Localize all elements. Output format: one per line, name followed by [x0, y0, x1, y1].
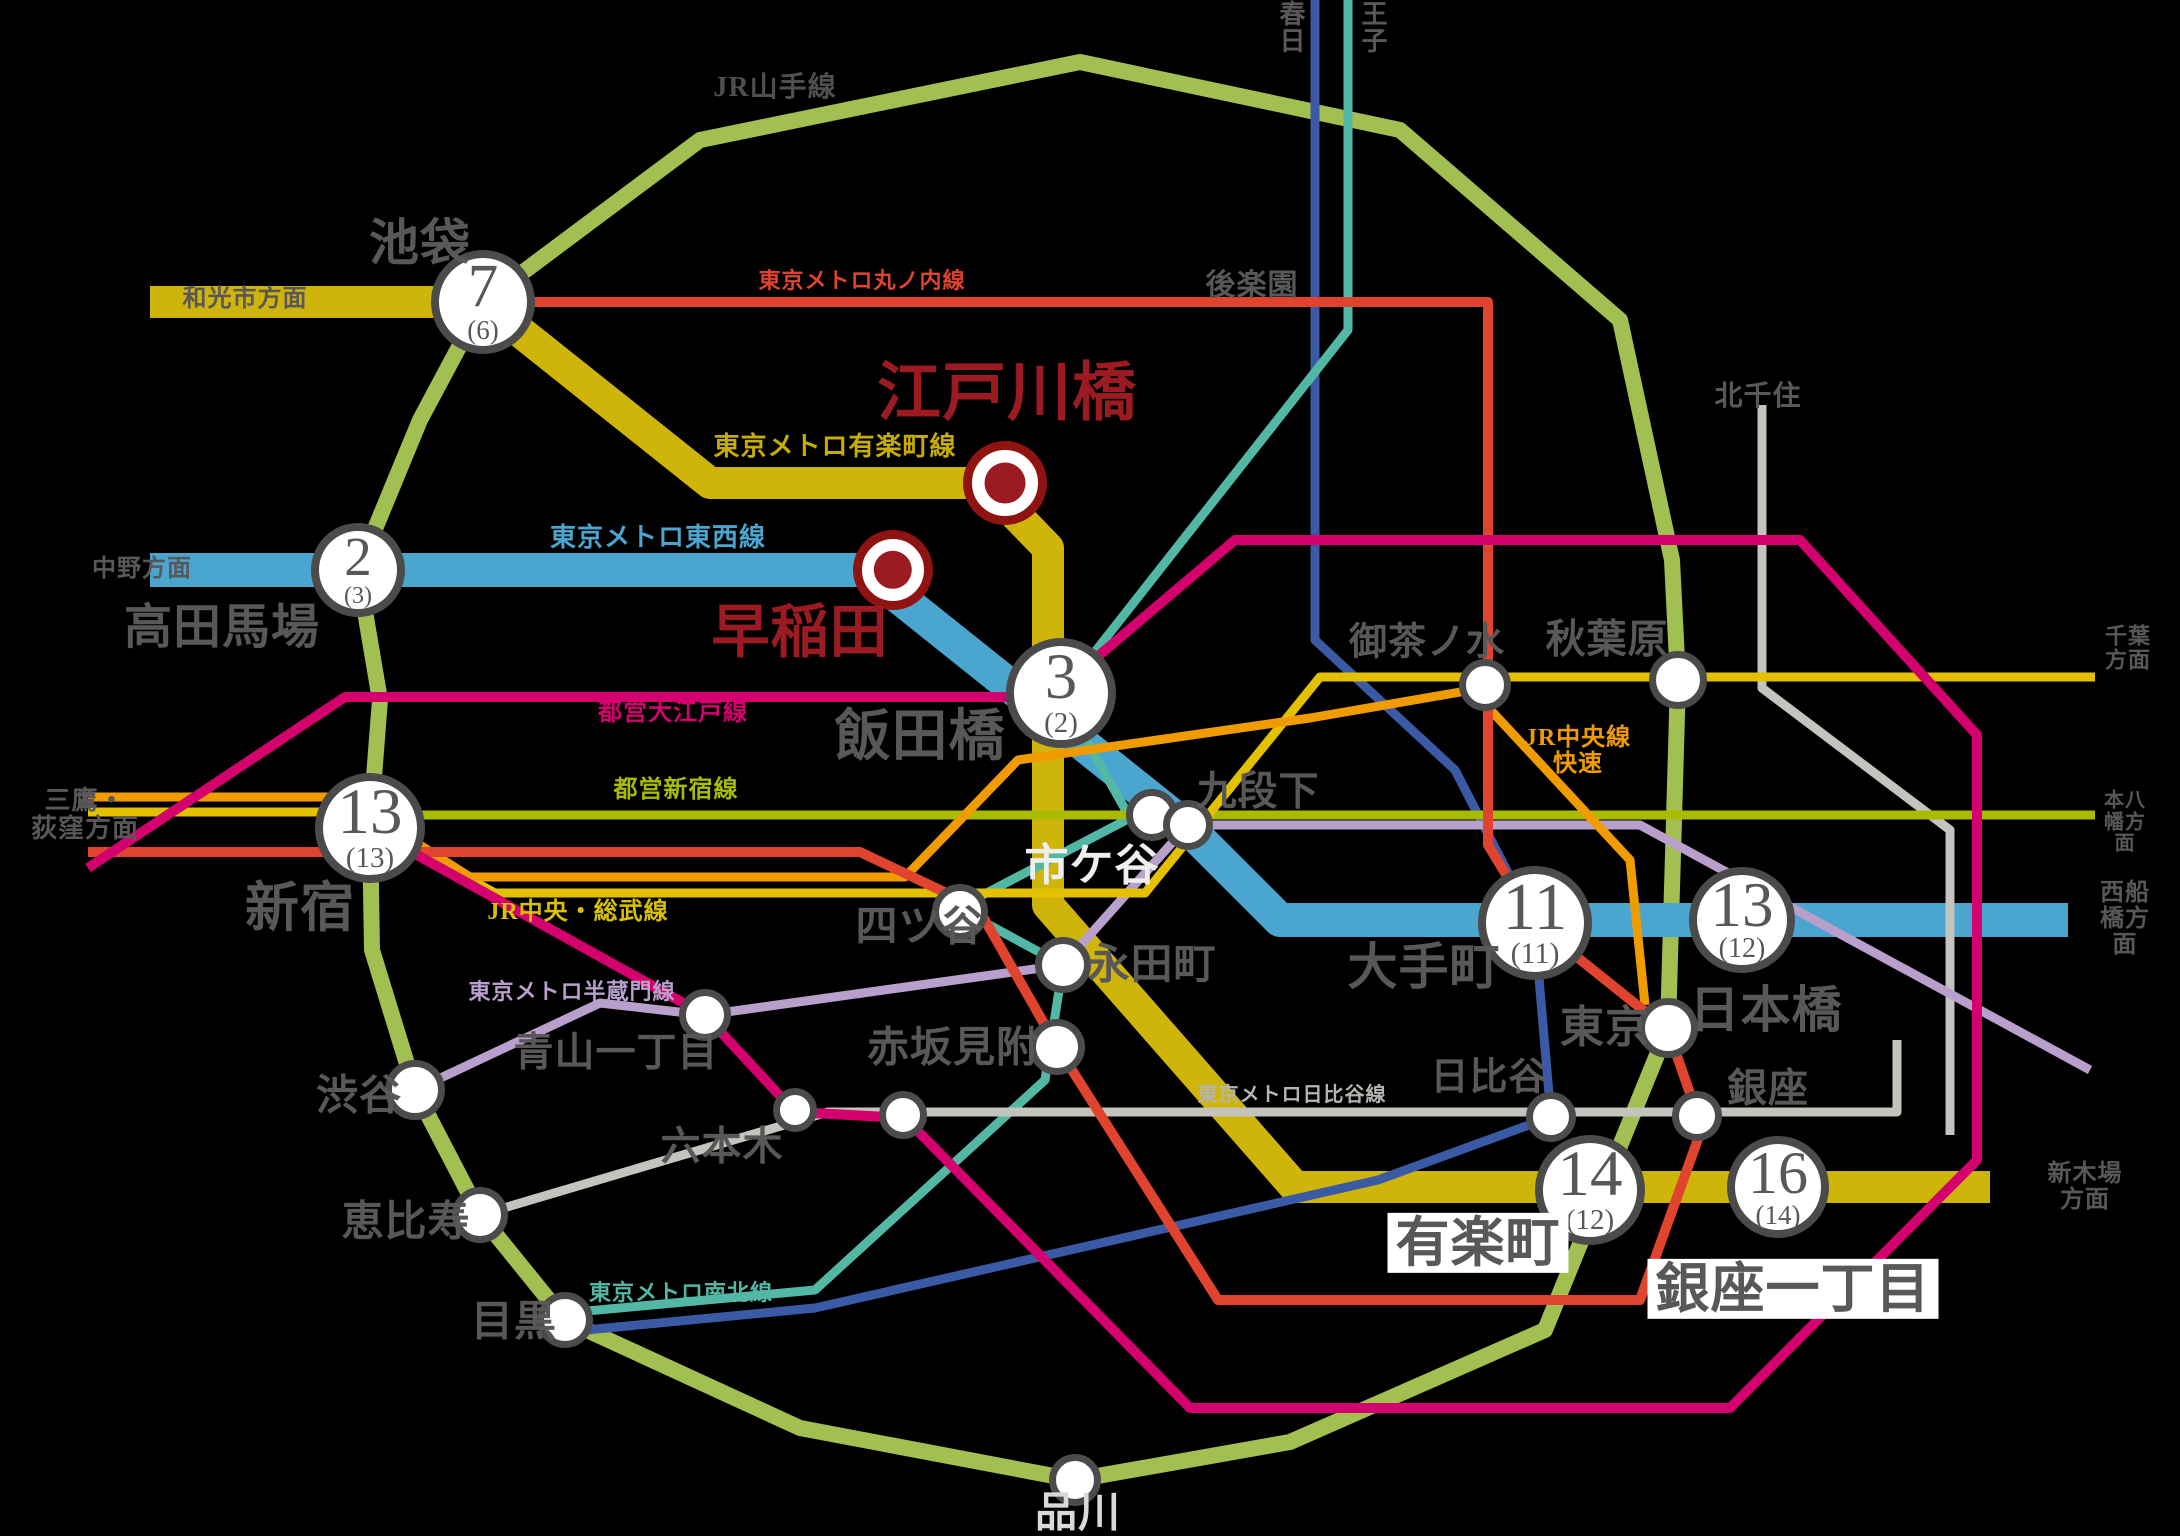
- label-takadanobaba: 高田馬場: [123, 601, 321, 655]
- label-akasakamitsuke: 赤坂見附: [866, 1025, 1040, 1072]
- label-line-hibiya: 東京メトロ日比谷線: [1197, 1084, 1387, 1107]
- station-marker-meguro: [537, 1292, 593, 1348]
- label-iidabashi: 飯田橋: [834, 705, 1006, 768]
- minutes-alt-value: (11): [1510, 937, 1560, 971]
- minutes-alt-value: (13): [345, 841, 395, 874]
- label-ebisu: 恵比寿: [341, 1199, 471, 1246]
- label-mitaka-dir: 三鷹・ 荻窪方面: [30, 785, 140, 843]
- label-shinkiba-dir: 新木場方面: [2047, 1161, 2123, 1213]
- minutes-alt-value: (14): [1755, 1199, 1801, 1230]
- station-marker-shinagawa: [1049, 1454, 1101, 1506]
- minutes-value: 7: [467, 253, 499, 321]
- label-kudanshita: 九段下: [1196, 768, 1320, 814]
- station-marker-ginza: [1672, 1091, 1722, 1141]
- time-badge-takadanobaba: 2(3): [311, 523, 405, 617]
- label-kitasenju: 北千住: [1714, 380, 1802, 412]
- label-ichigaya: 市ケ谷: [1024, 841, 1160, 891]
- minutes-value: 13: [337, 776, 403, 849]
- label-line-chuo: JR中央線 快速: [1524, 725, 1632, 777]
- time-badge-otemachi: 11(11): [1478, 866, 1592, 980]
- label-akihabara: 秋葉原: [1545, 616, 1669, 662]
- station-marker-kudanshita: [1163, 800, 1213, 850]
- label-nishifuna-dir: 西船橋方面: [2100, 880, 2150, 958]
- label-kasuga: 春日: [1276, 0, 1306, 54]
- label-line-shinjuku: 都営新宿線: [613, 777, 739, 804]
- station-marker-ebisu: [452, 1187, 508, 1243]
- label-roppongi: 六本木: [660, 1123, 784, 1169]
- label-nagatacho: 永田町: [1087, 942, 1217, 989]
- label-wakoshi-dir: 和光市方面: [182, 286, 308, 313]
- time-badge-shinjuku: 13(13): [315, 773, 425, 883]
- label-line-tozai: 東京メトロ東西線: [549, 522, 767, 552]
- minutes-value: 2: [344, 526, 372, 588]
- label-edogawabashi: 江戸川橋: [877, 357, 1137, 429]
- minutes-value: 16: [1748, 1139, 1808, 1206]
- station-marker-aoyamaitchome: [679, 989, 731, 1041]
- station-marker-hibiya: [1526, 1092, 1576, 1142]
- time-badge-nihombashi: 13(12): [1689, 867, 1795, 973]
- label-aoyamaitchome: 青山一丁目: [513, 1029, 719, 1075]
- minutes-value: 14: [1557, 1138, 1623, 1211]
- label-yotsuya: 四ツ谷: [855, 904, 985, 951]
- minutes-alt-value: (2): [1044, 706, 1078, 739]
- station-marker-roppongi: [773, 1088, 817, 1132]
- label-ochanomizu: 御茶ノ水: [1348, 621, 1506, 664]
- label-line-oedo: 都営大江戸線: [598, 700, 748, 727]
- station-marker-yotsuya: [932, 884, 988, 940]
- label-line-hanzomon: 東京メトロ半蔵門線: [468, 979, 676, 1005]
- station-marker-waseda: [853, 530, 933, 610]
- label-ginza-itchome: 銀座一丁目: [1647, 1258, 1939, 1320]
- label-shinagawa: 品川: [1034, 1490, 1122, 1536]
- label-oji: 王子: [1358, 0, 1388, 54]
- station-marker-shibuya: [385, 1060, 445, 1120]
- minutes-value: 11: [1502, 869, 1568, 944]
- time-badge-ikebukuro: 7(6): [431, 250, 535, 354]
- rail-line-sobu: [88, 672, 2095, 898]
- label-motoyawata-dir: 本八幡方面: [2104, 789, 2146, 855]
- label-meguro: 目黒: [470, 1299, 558, 1346]
- label-waseda: 早稲田: [711, 599, 889, 665]
- label-korakuen: 後楽園: [1205, 268, 1299, 302]
- label-hibiya: 日比谷: [1430, 1056, 1548, 1099]
- label-yurakucho: 有楽町: [1387, 1212, 1569, 1274]
- minutes-alt-value: (12): [1565, 1203, 1615, 1236]
- label-nakano-dir: 中野方面: [92, 556, 192, 583]
- minutes-alt-value: (6): [467, 314, 499, 345]
- minutes-value: 3: [1044, 641, 1078, 714]
- label-line-namboku: 東京メトロ南北線: [588, 1280, 774, 1306]
- label-otemachi: 大手町: [1347, 939, 1501, 995]
- highlight-dot-waseda: [873, 550, 913, 590]
- station-marker-tokyo: [1638, 998, 1698, 1058]
- label-shibuya: 渋谷: [315, 1073, 403, 1120]
- label-line-marunouchi: 東京メトロ丸ノ内線: [758, 268, 966, 294]
- station-marker-kasumigaseki: [879, 1091, 927, 1139]
- label-shinjuku: 新宿: [245, 877, 355, 938]
- highlight-dot-edogawabashi: [984, 462, 1026, 504]
- rail-line-mita: [564, 0, 1556, 1337]
- time-badge-iidabashi: 3(2): [1006, 638, 1116, 748]
- label-tokyo: 東京: [1560, 1003, 1650, 1053]
- label-chiba-dir: 千葉方面: [2104, 623, 2151, 672]
- rail-line-hibiya-west: [478, 1040, 1902, 1220]
- label-jr-yamanote: JR山手線: [713, 71, 837, 103]
- minutes-value: 13: [1710, 869, 1774, 940]
- label-line-sobu: JR中央・総武線: [487, 899, 669, 926]
- time-badge-ginza-itchome: 16(14): [1727, 1136, 1829, 1238]
- station-marker-akasakamitsuke: [1029, 1019, 1085, 1075]
- label-ginza: 銀座: [1727, 1065, 1809, 1111]
- label-ikebukuro: 池袋: [369, 215, 471, 271]
- minutes-alt-value: (3): [344, 582, 372, 609]
- label-nihombashi: 日本橋: [1689, 982, 1843, 1038]
- rail-line-hibiya-east: [1757, 405, 1955, 1135]
- station-marker-nagatacho: [1035, 937, 1091, 993]
- station-marker-ochanomizu: [1459, 659, 1511, 711]
- minutes-alt-value: (12): [1718, 933, 1766, 965]
- station-marker-edogawabashi: [963, 441, 1047, 525]
- station-marker-akihabara: [1649, 651, 1707, 709]
- label-line-yurakucho: 東京メトロ有楽町線: [713, 431, 957, 461]
